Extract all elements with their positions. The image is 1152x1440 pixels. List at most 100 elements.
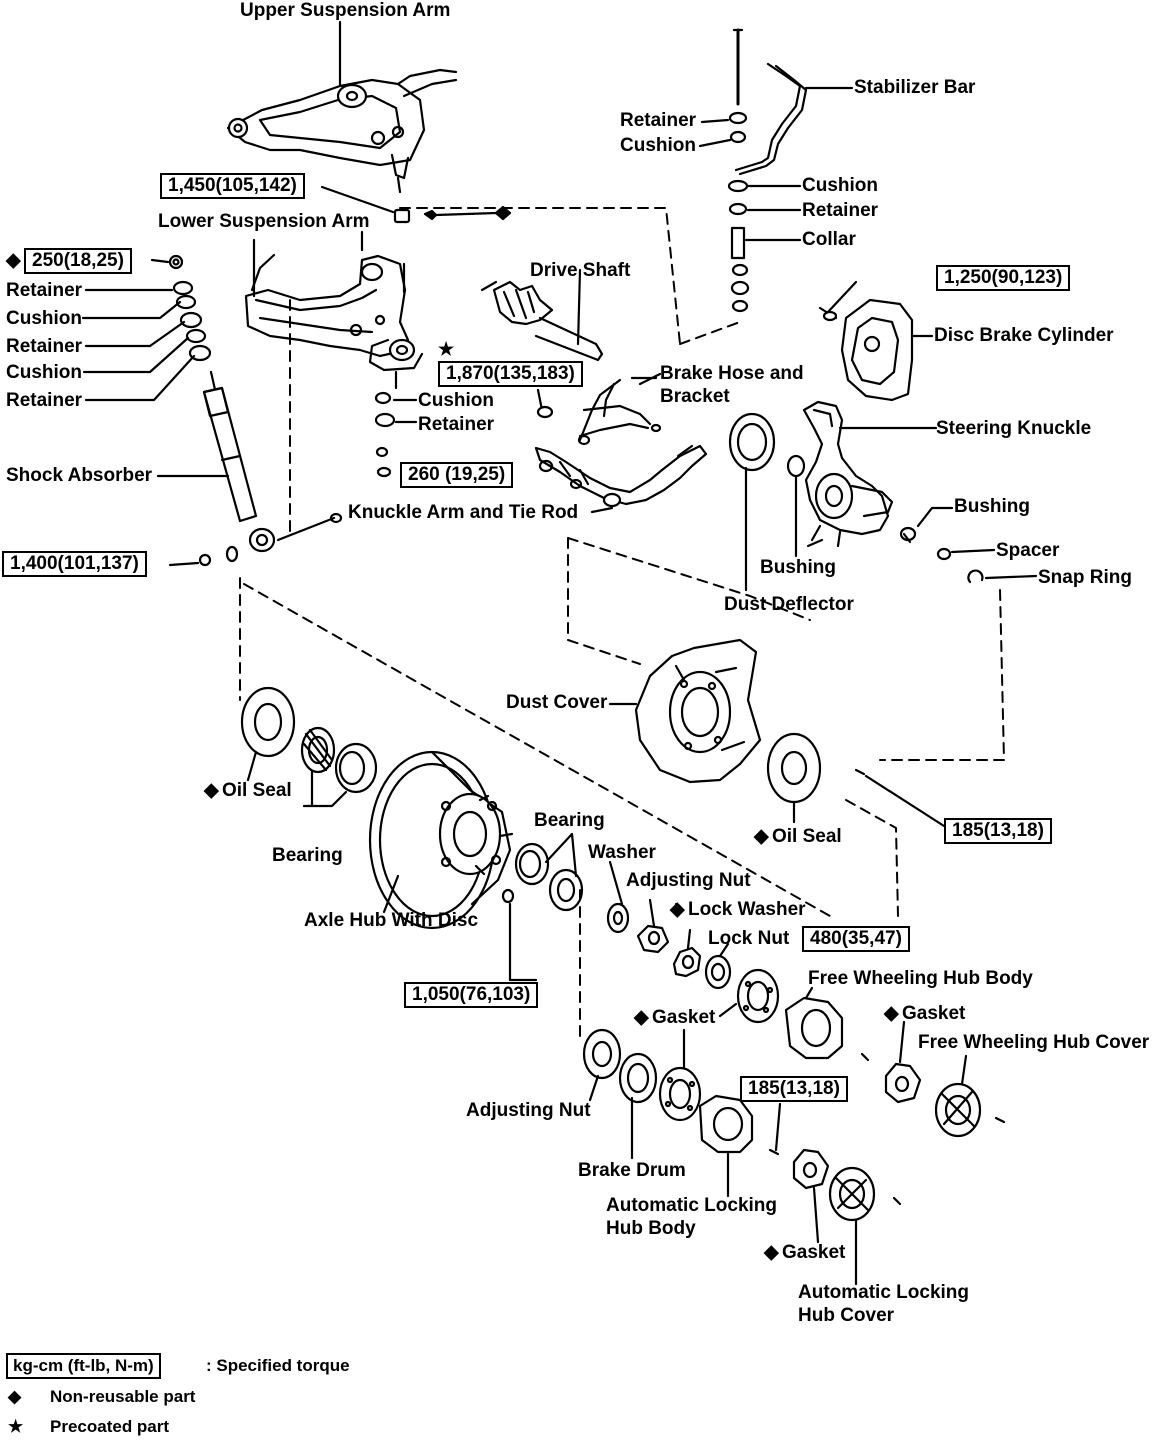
torque-brake-cylinder: 1,250(90,123) xyxy=(936,265,1071,291)
non-reusable-diamond-oil-seal-left: ◆ xyxy=(204,780,219,801)
gasket-label-mid: Gasket xyxy=(652,1007,716,1028)
oil-seal-label-right: Oil Seal xyxy=(772,826,842,847)
automatic-locking-hub-body-label-line2: Hub Body xyxy=(606,1218,696,1239)
bearing-left-drawing xyxy=(300,726,378,808)
adjusting-nut-lower-drawing xyxy=(582,1028,622,1102)
shock-absorber-label: Shock Absorber xyxy=(6,465,153,486)
gasket-label-lower: Gasket xyxy=(782,1242,846,1263)
gasket-lower-drawing xyxy=(658,1028,702,1122)
free-wheeling-hub-drawing xyxy=(718,968,870,1062)
ball-joint-stack-drawing xyxy=(374,370,418,478)
snap-ring-label: Snap Ring xyxy=(1038,567,1132,588)
cushion-label-ball-joint: Cushion xyxy=(418,390,494,411)
shock-absorber-drawing xyxy=(156,370,276,553)
bushing-label-right: Bushing xyxy=(954,496,1030,517)
legend-units-desc: : Specified torque xyxy=(206,1356,350,1375)
brake-drum-drawing xyxy=(618,1052,658,1160)
left-oil-seal-drawing xyxy=(240,686,296,782)
torque-dust-cover: 185(13,18) xyxy=(944,818,1052,844)
cushion-label-2: Cushion xyxy=(6,362,82,383)
lower-suspension-arm-label: Lower Suspension Arm xyxy=(158,211,370,232)
stabilizer-bar-drawing xyxy=(698,28,854,313)
retainer-label-stab-bottom: Retainer xyxy=(802,200,879,221)
torque-shock: 1,400(101,137) xyxy=(2,551,147,577)
non-reusable-diamond-oil-seal-right: ◆ xyxy=(754,826,769,847)
axle-hub-with-disc-label: Axle Hub With Disc xyxy=(304,910,479,931)
stabilizer-bar-label: Stabilizer Bar xyxy=(854,77,976,98)
torque-tie-rod: 260 (19,25) xyxy=(400,462,514,488)
bearing-label-left: Bearing xyxy=(272,845,343,866)
torque-ball-joint: 1,870(135,183) xyxy=(438,361,583,387)
knuckle-arm-tie-rod-label: Knuckle Arm and Tie Rod xyxy=(348,502,579,523)
retainer-label-2: Retainer xyxy=(6,336,83,357)
non-reusable-diamond-gasket-mid: ◆ xyxy=(634,1007,649,1028)
brake-hose-label-line2: Bracket xyxy=(660,386,730,407)
cushion-label-stab-bottom: Cushion xyxy=(802,175,878,196)
right-oil-seal-drawing xyxy=(766,732,822,824)
free-wheeling-hub-body-label: Free Wheeling Hub Body xyxy=(808,968,1033,989)
precoated-star-1870: ★ xyxy=(438,339,455,359)
washer-nut-stack-drawing xyxy=(606,860,732,990)
dust-cover-label: Dust Cover xyxy=(506,692,608,713)
drive-shaft-drawing xyxy=(480,268,604,362)
alignment-lines xyxy=(239,207,1005,1041)
legend-units-box: kg-cm (ft-lb, N-m) xyxy=(6,1353,161,1379)
retainer-label-stab-top: Retainer xyxy=(620,110,697,131)
oil-seal-label-left: Oil Seal xyxy=(222,780,292,801)
brake-drum-label: Brake Drum xyxy=(578,1160,686,1181)
torque-hub-nut: 1,050(76,103) xyxy=(404,982,539,1008)
bushing-label-lower: Bushing xyxy=(760,557,836,578)
cushion-label-stab-top: Cushion xyxy=(620,135,696,156)
upper-suspension-arm-label: Upper Suspension Arm xyxy=(240,0,451,21)
brake-hose-drawing xyxy=(577,376,662,446)
automatic-locking-hub-cover-drawing xyxy=(828,1166,902,1286)
non-reusable-diamond-lock-washer: ◆ xyxy=(670,899,685,920)
steering-knuckle-drawing xyxy=(802,400,938,548)
legend-star-icon: ★ xyxy=(8,1417,24,1436)
retainer-label-ball-joint: Retainer xyxy=(418,414,495,435)
disc-brake-cylinder-drawing xyxy=(818,280,934,402)
torque-top-left: 250(18,25) xyxy=(24,248,132,274)
knuckle-arm-bolt-drawing xyxy=(276,512,343,542)
leader-lines xyxy=(250,253,682,914)
torque-lock-nut: 480(35,47) xyxy=(802,926,910,952)
adjusting-nut-label-lower: Adjusting Nut xyxy=(466,1100,591,1121)
dust-deflector-drawing xyxy=(728,412,776,592)
spacer-snap-ring-drawing xyxy=(936,547,1038,584)
gasket-label-right: Gasket xyxy=(902,1003,966,1024)
torque-upper-arm: 1,450(105,142) xyxy=(160,173,305,199)
washer-label: Washer xyxy=(588,842,656,863)
bushing-drawings xyxy=(786,454,954,558)
retainer-label-3: Retainer xyxy=(6,390,83,411)
axle-hub-with-disc-drawing xyxy=(368,750,514,930)
dust-cover-drawing xyxy=(608,638,762,784)
legend-precoated: Precoated part xyxy=(50,1417,170,1436)
lock-washer-label: Lock Washer xyxy=(688,899,806,920)
retainer-cushion-stack-drawing xyxy=(81,280,212,402)
lock-nut-label: Lock Nut xyxy=(708,928,790,949)
adjusting-nut-label-upper: Adjusting Nut xyxy=(626,870,751,891)
steering-knuckle-label: Steering Knuckle xyxy=(936,418,1092,439)
legend-diamond-icon: ◆ xyxy=(8,1387,22,1406)
dust-cover-bolt-drawing xyxy=(854,768,946,828)
collar-label: Collar xyxy=(802,229,856,250)
disc-brake-cylinder-label: Disc Brake Cylinder xyxy=(934,325,1114,346)
retainer-label-1: Retainer xyxy=(6,280,83,301)
free-wheeling-hub-cover-drawing xyxy=(884,1020,1006,1138)
torque-hub-body: 185(13,18) xyxy=(740,1076,848,1102)
automatic-locking-hub-cover-label-line2: Hub Cover xyxy=(798,1305,895,1326)
automatic-locking-hub-body-drawing xyxy=(698,1094,782,1198)
shock-nut-drawing xyxy=(168,545,239,567)
dust-deflector-label: Dust Deflector xyxy=(724,594,854,615)
top-left-nut-drawing xyxy=(150,254,184,270)
legend-non-reusable: Non-reusable part xyxy=(50,1387,196,1406)
gasket-lower-right-drawing xyxy=(792,1148,830,1244)
automatic-locking-hub-body-label-line1: Automatic Locking xyxy=(606,1195,778,1216)
upper-arm-bolt-drawing xyxy=(320,185,512,224)
upper-suspension-arm-drawing xyxy=(226,20,458,194)
non-reusable-diamond-gasket-right: ◆ xyxy=(884,1003,899,1024)
ball-joint-bolt-drawing xyxy=(536,388,554,419)
spacer-label: Spacer xyxy=(996,540,1060,561)
